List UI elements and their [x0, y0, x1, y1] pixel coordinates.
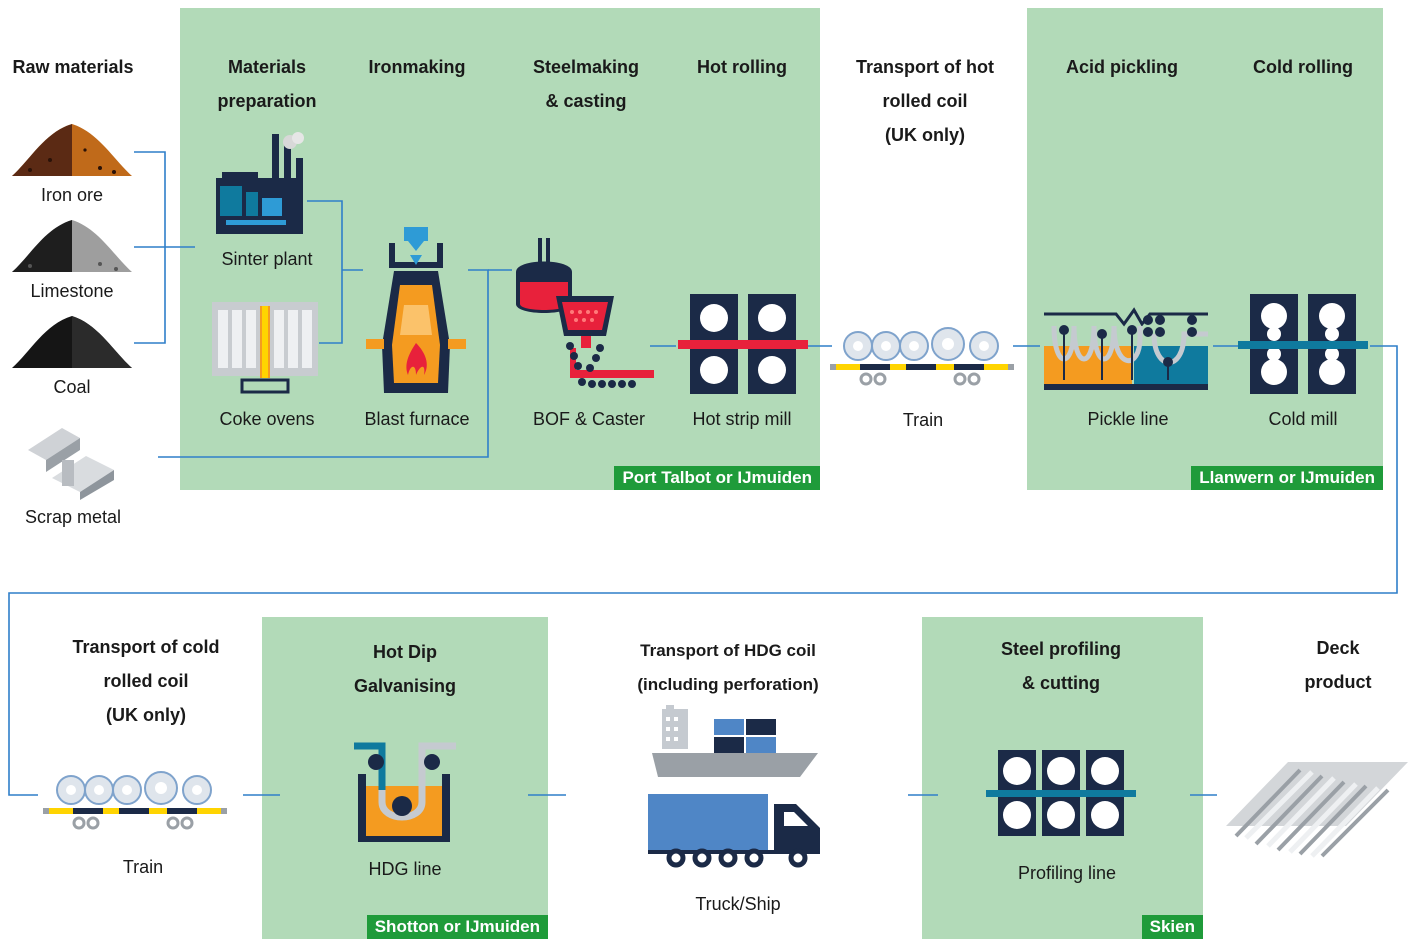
header-line: Deck	[1316, 638, 1360, 658]
header-transport-hot: Transport of hot rolled coil (UK only)	[830, 50, 1020, 152]
header-line: & cutting	[1022, 673, 1100, 693]
header-line: preparation	[217, 91, 317, 111]
cargo-ship-icon	[652, 705, 818, 777]
header-line: (UK only)	[106, 705, 186, 725]
header-line: Hot Dip	[373, 642, 437, 662]
delivery-truck-icon	[648, 794, 820, 868]
label-train-cold: Train	[122, 857, 164, 877]
header-raw-materials: Raw materials	[12, 57, 134, 77]
header-hot-rolling: Hot rolling	[697, 57, 787, 77]
zone-shotton: Shotton or IJmuiden	[262, 617, 548, 939]
header-line: & casting	[545, 91, 627, 111]
hot-strip-mill-icon	[678, 294, 808, 394]
label-coal: Coal	[53, 377, 91, 397]
header-transport-hdg: Transport of HDG coil (including perfora…	[610, 634, 846, 702]
header-line: rolled coil	[882, 91, 968, 111]
label-train-hot: Train	[902, 410, 944, 430]
label-sinter-plant: Sinter plant	[221, 249, 313, 269]
sinter-plant-icon	[216, 132, 304, 234]
profiling-line-icon	[986, 750, 1136, 836]
train-coil-icon	[43, 771, 227, 830]
header-cold-rolling: Cold rolling	[1253, 57, 1353, 77]
header-line: Transport of hot	[856, 57, 994, 77]
header-line: rolled coil	[103, 671, 189, 691]
header-line: Steelmaking	[532, 57, 640, 77]
zone-llanwern: Llanwern or IJmuiden	[1027, 8, 1383, 490]
header-line: (UK only)	[885, 125, 965, 145]
label-iron-ore: Iron ore	[40, 185, 104, 205]
header-hdg: Hot Dip Galvanising	[320, 635, 490, 703]
zone-port-talbot: Port Talbot or IJmuiden	[180, 8, 820, 490]
header-transport-cold: Transport of cold rolled coil (UK only)	[48, 630, 244, 732]
header-line: Transport of cold	[72, 637, 220, 657]
label-coke-ovens: Coke ovens	[219, 409, 315, 429]
header-line: Steel profiling	[1000, 639, 1121, 659]
header-line: product	[1304, 672, 1372, 692]
label-bof-caster: BOF & Caster	[532, 409, 646, 429]
header-line: Materials	[227, 57, 307, 77]
header-line: (including perforation)	[637, 675, 819, 694]
scrap-metal-beam-icon	[28, 428, 114, 500]
iron-ore-pile-icon	[12, 124, 132, 176]
header-line: Transport of HDG coil	[640, 641, 816, 660]
train-coil-icon	[830, 327, 1014, 386]
label-blast-furnace: Blast furnace	[364, 409, 470, 429]
header-profiling: Steel profiling & cutting	[972, 632, 1150, 700]
header-ironmaking: Ironmaking	[368, 57, 466, 77]
site-badge-skien: Skien	[1141, 915, 1203, 939]
coke-ovens-icon	[212, 302, 318, 394]
header-line: Galvanising	[353, 676, 457, 696]
header-steelmaking: Steelmaking & casting	[510, 50, 662, 118]
label-limestone: Limestone	[30, 281, 114, 301]
label-truck-ship: Truck/Ship	[695, 894, 781, 914]
site-badge-llanwern: Llanwern or IJmuiden	[1191, 466, 1383, 490]
label-scrap-metal: Scrap metal	[24, 507, 122, 527]
header-deck: Deck product	[1288, 631, 1388, 699]
deck-sheet-icon	[1226, 762, 1408, 858]
header-acid-pickling: Acid pickling	[1065, 57, 1179, 77]
cold-mill-icon	[1238, 294, 1368, 394]
label-hot-strip-mill: Hot strip mill	[692, 409, 792, 429]
pickle-line-icon	[1044, 307, 1208, 390]
hdg-line-icon	[354, 742, 456, 842]
label-profiling-line: Profiling line	[1017, 863, 1117, 883]
blast-furnace-icon	[366, 227, 466, 393]
label-pickle-line: Pickle line	[1087, 409, 1169, 429]
label-cold-mill: Cold mill	[1268, 409, 1338, 429]
coal-pile-icon	[12, 316, 132, 368]
site-badge-port-talbot: Port Talbot or IJmuiden	[614, 466, 820, 490]
site-badge-shotton: Shotton or IJmuiden	[366, 915, 548, 939]
limestone-pile-icon	[12, 220, 132, 272]
label-hdg-line: HDG line	[368, 859, 442, 879]
header-materials-preparation: Materials preparation	[195, 50, 339, 118]
bof-caster-icon	[516, 238, 654, 388]
